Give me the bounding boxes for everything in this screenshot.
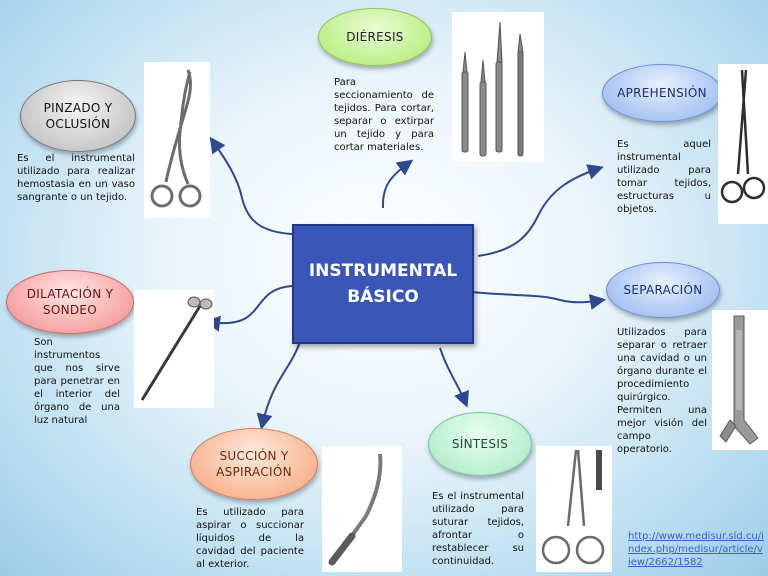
dilatacion-description: Son instrumentos que nos sirve para pene…	[34, 337, 120, 426]
dieresis-description: Para seccionamiento de tejidos. Para cor…	[334, 77, 434, 153]
arrow-to-sintesis	[439, 347, 469, 408]
succion-title-line2: ASPIRACIÓN	[216, 465, 292, 479]
needle-holder-icon	[541, 449, 605, 565]
needle-holder-image	[536, 446, 612, 572]
retractor-image	[712, 310, 768, 450]
dieresis-title: DIÉRESIS	[346, 30, 404, 44]
arrow-to-dilatacion	[204, 285, 293, 332]
sintesis-title: SÍNTESIS	[451, 437, 509, 451]
aprehension-bubble: APREHENSIÓN	[602, 64, 722, 122]
forceps-icon	[720, 69, 766, 204]
separacion-description: Utilizados para separar o retraer una ca…	[617, 327, 707, 455]
probe-icon	[140, 296, 213, 401]
arrow-to-aprehension	[477, 164, 604, 257]
center-title-line1: INSTRUMENTAL	[308, 261, 458, 281]
source-link[interactable]: http://www.medisur.sld.cu/index.php/medi…	[628, 531, 764, 568]
aprehension-description: Es aquel instrumental utilizado para tom…	[617, 139, 711, 215]
scalpel-icon	[461, 21, 524, 157]
arrow-to-separacion	[471, 291, 606, 310]
center-topic-box: INSTRUMENTAL BÁSICO	[292, 224, 474, 344]
dilatacion-title-line1: DILATACIÓN Y	[26, 287, 114, 301]
suction-cannula-image	[322, 446, 402, 572]
hemostat-image	[144, 62, 210, 218]
dilatacion-bubble: DILATACIÓN Y SONDEO	[6, 270, 134, 334]
separacion-bubble: SEPARACIÓN	[606, 262, 720, 318]
arrow-to-pinzado	[209, 136, 293, 235]
dieresis-bubble: DIÉRESIS	[318, 8, 432, 66]
pinzado-description: Es el instrumental utilizado para realiz…	[17, 153, 135, 203]
pinzado-title-line1: PINZADO Y	[43, 101, 113, 115]
succion-title-line1: SUCCIÓN Y	[219, 449, 289, 463]
hemostat-icon	[150, 69, 202, 208]
dilatacion-title-line2: SONDEO	[42, 303, 98, 317]
sintesis-bubble: SÍNTESIS	[428, 412, 532, 476]
probe-image	[134, 290, 214, 408]
arrow-to-dieresis	[381, 159, 414, 209]
retractor-icon	[719, 315, 759, 445]
forceps-image	[718, 64, 768, 224]
pinzado-title-line2: OCLUSIÓN	[45, 117, 111, 131]
succion-description: Es utilizado para aspirar o succionar lí…	[196, 507, 304, 570]
suction-cannula-icon	[328, 453, 383, 566]
succion-bubble: SUCCIÓN Y ASPIRACIÓN	[190, 428, 318, 500]
separacion-title: SEPARACIÓN	[623, 283, 703, 297]
sintesis-description: Es el instrumental utilizado para sutura…	[432, 491, 524, 567]
pinzado-bubble: PINZADO Y OCLUSIÓN	[20, 80, 136, 152]
center-title-line2: BÁSICO	[347, 287, 419, 307]
arrow-to-succion	[256, 341, 301, 430]
aprehension-title: APREHENSIÓN	[617, 86, 707, 100]
scalpel-image	[452, 12, 544, 162]
